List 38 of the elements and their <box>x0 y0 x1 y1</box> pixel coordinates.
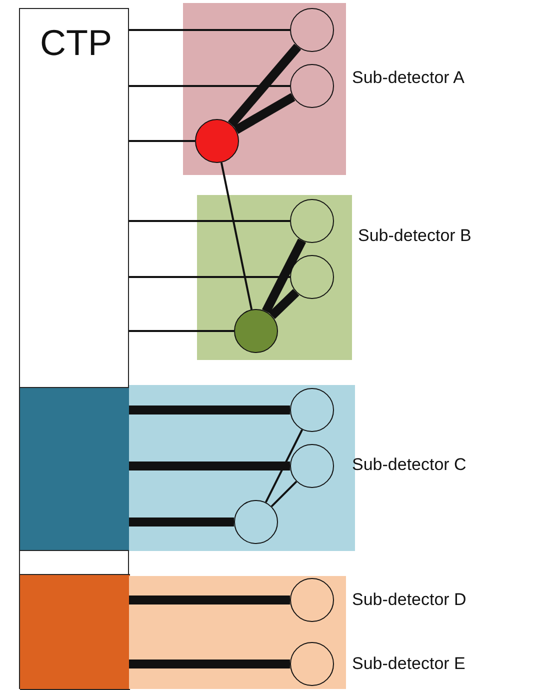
connector-line <box>129 29 290 31</box>
connector-line <box>129 518 234 526</box>
connector-line <box>129 220 290 222</box>
connector-line <box>220 162 253 310</box>
node-circle <box>290 64 334 108</box>
node-circle <box>290 642 334 686</box>
signal-block <box>20 574 130 690</box>
connector-line <box>234 93 296 134</box>
node-circle <box>290 255 334 299</box>
connector-line <box>270 480 298 508</box>
node-circle <box>290 8 334 52</box>
processor-label: CTP <box>40 23 112 63</box>
detector-label: Sub-detector C <box>352 455 466 475</box>
connector-line <box>129 276 290 278</box>
detector-label: Sub-detector D <box>352 590 466 610</box>
connector-line <box>129 140 195 142</box>
signal-block <box>20 387 130 551</box>
connector-line <box>228 44 302 128</box>
node-circle <box>234 500 278 544</box>
node-circle <box>290 388 334 432</box>
detector-label: Sub-detector B <box>358 226 472 246</box>
node-circle <box>290 578 334 622</box>
connector-line <box>268 289 300 319</box>
connector-line <box>129 406 290 414</box>
node-circle <box>290 444 334 488</box>
connector-line <box>129 660 290 668</box>
connector-line <box>129 85 290 87</box>
connector-line <box>129 462 290 470</box>
trigger-processor-box <box>19 8 129 689</box>
connector-line <box>262 238 306 314</box>
detector-label: Sub-detector E <box>352 654 466 674</box>
node-circle <box>195 119 239 163</box>
detector-label: Sub-detector A <box>352 68 464 88</box>
connector-line <box>129 330 234 332</box>
node-circle <box>234 309 278 353</box>
node-circle <box>290 199 334 243</box>
connector-line <box>129 596 290 604</box>
connector-line <box>264 429 304 503</box>
